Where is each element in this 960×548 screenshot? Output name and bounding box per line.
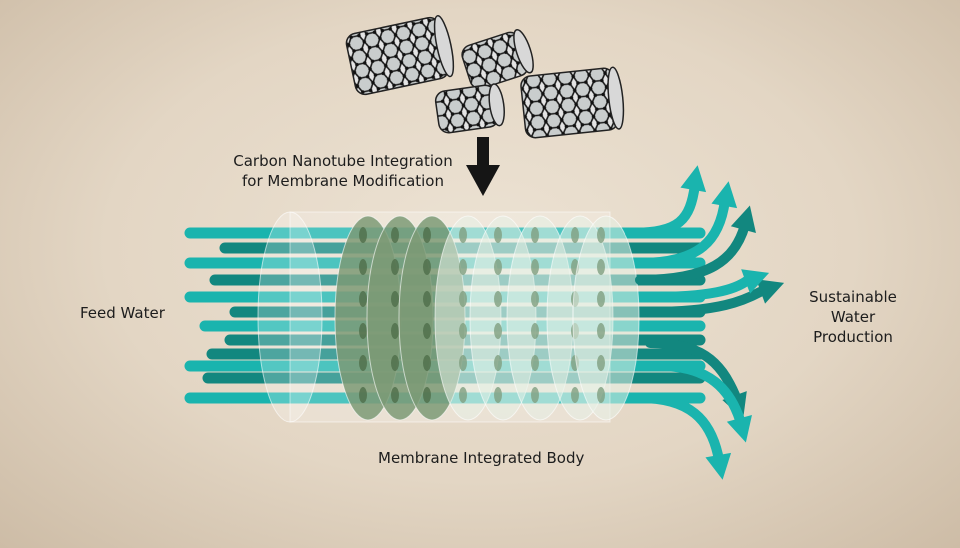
flow-arrow-icon: [645, 269, 770, 302]
membrane-pore: [423, 227, 431, 243]
membrane-pore: [531, 227, 539, 243]
membrane-disc: [572, 215, 640, 421]
flow-arrow-shaft: [635, 220, 750, 285]
membrane-pore: [597, 259, 605, 275]
membrane-pore: [597, 355, 605, 371]
output-flow-arrows: [625, 165, 785, 480]
membrane-pore: [571, 387, 579, 403]
output-label: Sustainable Water Production: [800, 287, 906, 347]
output-label-line1: Sustainable: [809, 288, 897, 306]
membrane-pore: [597, 291, 605, 307]
flow-arrow-icon: [625, 165, 707, 238]
membrane-pore: [531, 355, 539, 371]
membrane-pore: [423, 355, 431, 371]
membrane-pore: [597, 387, 605, 403]
membrane-pore: [459, 323, 467, 339]
flow-arrow-icon: [635, 393, 732, 480]
flow-arrow-shaft: [625, 180, 700, 238]
flow-arrow-head: [680, 165, 707, 193]
membrane-pore: [391, 323, 399, 339]
nanotube-end: [433, 15, 455, 78]
membrane-pore: [494, 291, 502, 307]
flow-arrow-icon: [645, 279, 785, 317]
membrane-discs: [334, 215, 640, 421]
membrane-pore: [494, 355, 502, 371]
flow-arrow-shaft: [645, 275, 753, 302]
feed-water-label: Feed Water: [80, 304, 165, 322]
membrane-pore: [597, 227, 605, 243]
membrane-pore: [359, 355, 367, 371]
membrane-pore: [597, 323, 605, 339]
membrane-pore: [531, 291, 539, 307]
membrane-pore: [423, 323, 431, 339]
membrane-pore: [359, 323, 367, 339]
flow-arrow-icon: [635, 205, 756, 285]
output-label-line3: Production: [813, 328, 893, 346]
flow-arrow-shaft: [655, 361, 745, 425]
membrane-pore: [391, 355, 399, 371]
membrane-pore: [423, 387, 431, 403]
membrane-pore: [359, 291, 367, 307]
membrane-pore: [391, 291, 399, 307]
membrane-pore: [391, 259, 399, 275]
flow-arrow-head: [705, 452, 732, 480]
flow-arrow-icon: [655, 361, 752, 443]
flow-arrow-head: [726, 414, 752, 443]
membrane-pore: [494, 387, 502, 403]
down-arrow-icon: [466, 137, 500, 196]
nanotube-end: [488, 83, 505, 127]
membrane-pore: [459, 227, 467, 243]
flow-arrow-head: [741, 269, 770, 294]
flow-arrow-icon: [635, 181, 738, 268]
membrane-pore: [459, 259, 467, 275]
membrane-pore: [531, 259, 539, 275]
flow-arrow-head: [756, 279, 785, 304]
membrane-pore: [494, 323, 502, 339]
integration-label: Carbon Nanotube Integration for Membrane…: [228, 151, 458, 191]
membrane-pore: [459, 291, 467, 307]
carbon-nanotube-icon: [520, 66, 625, 139]
nanotube-body: [520, 67, 619, 139]
membrane-pore: [359, 387, 367, 403]
flow-arrow-head: [711, 181, 738, 209]
membrane-pore: [391, 227, 399, 243]
membrane-pore: [531, 387, 539, 403]
membrane-pore: [359, 227, 367, 243]
nanotube-end: [607, 66, 625, 130]
carbon-nanotube-icon: [434, 83, 505, 134]
integration-label-line2: for Membrane Modification: [242, 172, 444, 190]
carbon-nanotube-icon: [461, 28, 534, 90]
membrane-pore: [359, 259, 367, 275]
output-label-line2: Water: [830, 308, 876, 326]
membrane-pore: [571, 227, 579, 243]
flow-arrow-shaft: [635, 393, 723, 460]
membrane-pore: [391, 387, 399, 403]
membrane-pore: [459, 387, 467, 403]
flow-arrow-shaft: [645, 338, 740, 400]
cylinder-front-end: [257, 211, 323, 423]
membrane-pore: [494, 227, 502, 243]
flow-arrow-shaft: [635, 195, 730, 268]
carbon-nanotube-icon: [345, 15, 455, 96]
flow-arrow-head: [730, 205, 756, 234]
flow-arrow-shaft: [645, 287, 765, 317]
membrane-pore: [494, 259, 502, 275]
membrane-body-label: Membrane Integrated Body: [378, 449, 585, 467]
membrane-pore: [531, 323, 539, 339]
membrane-pore: [459, 355, 467, 371]
membrane-pore: [423, 291, 431, 307]
carbon-nanotubes: [345, 15, 625, 139]
nanotube-end: [513, 28, 534, 74]
integration-label-line1: Carbon Nanotube Integration: [233, 152, 453, 170]
membrane-pore: [423, 259, 431, 275]
